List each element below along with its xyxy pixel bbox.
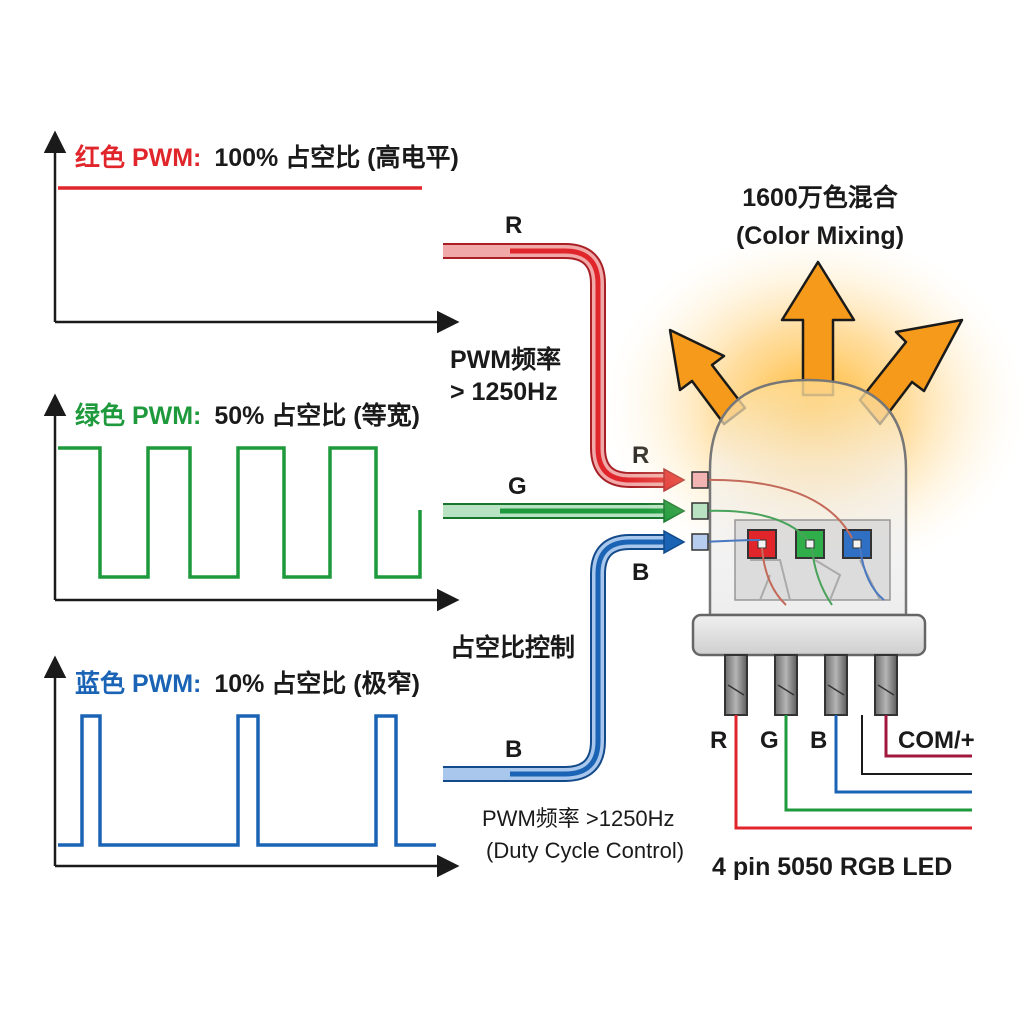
blue-bond-wire [702,539,761,543]
pin-label-b: B [810,727,827,754]
red-pwm-desc: 100% 占空比 (高电平) [214,143,458,172]
pin-label-r: R [710,727,727,754]
freq-note-line1: PWM频率 [450,345,561,374]
light-arrow-right [858,318,964,426]
duty-control-note: 占空比控制 [450,633,575,662]
red-bond-wire [702,478,853,539]
color-mixing-title: 1600万色混合 [742,183,899,212]
b-input-label: B [505,736,522,763]
pin-label-com: COM/+ [898,727,975,754]
r-input-label: R [505,212,522,239]
green-waveform-panel: 绿色 PWM: 50% 占空比 (等宽) [43,393,460,612]
g-pin-wire [784,715,972,812]
led-pins [724,654,898,716]
red-pwm-name: 红色 PWM: [75,143,201,172]
r-pin-wire [734,715,972,830]
b-contact-pad [691,533,709,551]
g-input-label: G [508,473,527,500]
led-base [691,613,927,657]
blue-pwm-name: 蓝色 PWM: [75,669,201,698]
red-waveform-panel: 红色 PWM: 100% 占空比 (高电平) [43,130,460,334]
b-pin-wire [834,715,972,794]
g-contact-pad [691,502,709,520]
pin-label-g: G [760,727,779,754]
blue-pwm-signal [58,714,436,847]
b-output-label: B [632,559,649,586]
freq-note-line2: > 1250Hz [450,378,558,406]
ground-line [861,715,972,775]
svg-text:绿色 PWM: 50% 占空比 (等宽): 绿色 PWM: 50% 占空比 (等宽) [75,401,420,430]
duty-bottom-note: (Duty Cycle Control) [486,838,684,863]
blue-waveform-panel: 蓝色 PWM: 10% 占空比 (极窄) [43,655,460,878]
green-pwm-signal [58,446,422,579]
green-bond-wire [702,509,809,541]
green-pwm-desc: 50% 占空比 (等宽) [214,401,420,430]
blue-signal-pipe [443,529,686,782]
light-arrow-left [668,328,747,426]
blue-pwm-desc: 10% 占空比 (极窄) [214,669,420,698]
r-contact-pad [691,471,709,489]
svg-text:蓝色 PWM: 10% 占空比 (极窄): 蓝色 PWM: 10% 占空比 (极窄) [75,669,420,698]
com-pin-wire [884,715,972,758]
rgb-led [605,230,1024,830]
color-mixing-subtitle: (Color Mixing) [736,222,904,250]
green-pwm-name: 绿色 PWM: [75,401,201,430]
svg-text:红色 PWM: 100% 占空比 (高电平): 红色 PWM: 100% 占空比 (高电平) [75,143,459,172]
freq-bottom-note: PWM频率 >1250Hz [482,806,675,831]
led-model-label: 4 pin 5050 RGB LED [712,853,952,881]
